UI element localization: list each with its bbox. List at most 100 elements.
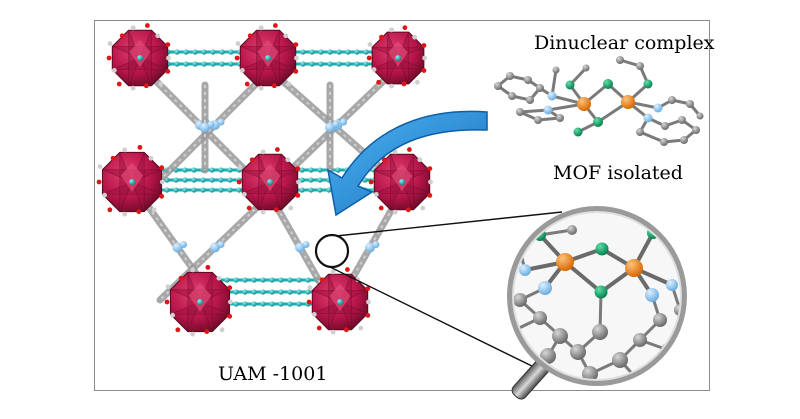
hydrogen-atom	[283, 33, 289, 39]
teal-atom	[260, 301, 266, 307]
oxygen-atom	[378, 205, 384, 211]
hydrogen-atom	[392, 209, 398, 215]
teal-atom	[363, 61, 369, 67]
cluster-facet-light	[188, 282, 212, 312]
oxygen-atom	[271, 83, 277, 89]
teal-atom	[209, 167, 215, 173]
teal-atom	[317, 177, 323, 183]
zr-cluster	[164, 264, 233, 337]
zr-core-atom	[137, 55, 143, 61]
hydrogen-atom	[417, 157, 423, 163]
zr-core-atom	[129, 179, 135, 185]
zr-cluster	[306, 267, 371, 335]
hydrogen-atom	[285, 157, 291, 163]
carbon-atom	[556, 114, 564, 122]
teal-atom	[299, 167, 305, 173]
teal-atom	[201, 49, 207, 55]
nitrogen-node	[210, 242, 220, 253]
teal-atom	[260, 277, 266, 283]
teal-atom	[219, 49, 225, 55]
teal-atom	[287, 289, 293, 295]
zr-cluster	[106, 23, 171, 91]
oxygen-atom	[316, 325, 322, 331]
teal-atom	[242, 289, 248, 295]
teal-atom	[164, 187, 170, 193]
nitrogen-atom	[538, 281, 552, 295]
oxygen-atom	[234, 55, 240, 61]
carbon-atom	[582, 366, 598, 382]
carbon-atom	[696, 112, 704, 120]
oxygen-atom	[295, 166, 301, 171]
teal-atom	[318, 49, 324, 55]
oxygen-atom	[247, 33, 253, 39]
teal-atom	[317, 167, 323, 173]
oxygen-atom	[427, 166, 433, 171]
teal-atom	[251, 289, 257, 295]
carbon-atom	[494, 82, 502, 90]
nitrogen-node	[172, 242, 183, 253]
teal-atom	[296, 289, 302, 295]
carbon-atom	[653, 313, 667, 327]
carbon-atom	[684, 324, 696, 336]
carbon-atom	[616, 56, 624, 64]
teal-atom	[218, 187, 224, 193]
hydrogen-atom	[107, 41, 113, 46]
zr-cluster	[96, 144, 165, 217]
oxygen-atom	[165, 69, 171, 74]
teal-atom	[219, 61, 225, 67]
hydrogen-atom	[130, 25, 136, 31]
teal-atom	[182, 177, 188, 183]
oxygen-atom	[159, 165, 165, 171]
oxygen-atom	[293, 69, 299, 74]
hydrogen-atom	[311, 311, 317, 317]
zoomed-complex	[510, 209, 696, 383]
hydrogen-atom	[412, 34, 417, 40]
teal-atom	[192, 49, 198, 55]
oxygen-atom	[164, 299, 170, 305]
carbon-atom	[524, 76, 532, 84]
chlorine-atom	[603, 79, 613, 89]
copper-atom	[577, 97, 591, 111]
cluster-facet-light	[259, 164, 281, 191]
hydrogen-atom	[216, 275, 222, 281]
nitrogen-atom	[666, 279, 678, 291]
oxygen-atom	[273, 207, 279, 213]
hydrogen-atom	[307, 285, 313, 290]
oxygen-atom	[106, 55, 112, 61]
teal-atom	[336, 61, 342, 67]
teal-atom	[191, 177, 197, 183]
teal-atom	[308, 167, 314, 173]
oxygen-atom	[402, 25, 408, 31]
teal-atom	[224, 277, 230, 283]
oxygen-atom	[165, 42, 171, 47]
carbon-atom	[513, 293, 527, 307]
zoom-lines	[327, 211, 563, 371]
teal-atom	[174, 49, 180, 55]
oxygen-atom	[275, 147, 280, 152]
hydrogen-atom	[389, 83, 394, 89]
carbon-atom	[612, 352, 628, 368]
teal-atom	[305, 277, 311, 283]
hydrogen-atom	[428, 179, 433, 185]
teal-atom	[173, 187, 179, 193]
teal-atom	[182, 167, 188, 173]
hydrogen-atom	[102, 192, 108, 198]
teal-atom	[227, 177, 233, 183]
hydrogen-atom	[258, 85, 264, 91]
hydrogen-atom	[158, 81, 164, 87]
hydrogen-atom	[258, 25, 264, 31]
carbon-atom	[680, 136, 688, 144]
hydrogen-atom	[235, 41, 241, 46]
zoom-source-circle	[314, 233, 350, 269]
teal-atom	[228, 49, 234, 55]
teal-atom	[300, 49, 306, 55]
teal-atom	[200, 187, 206, 193]
teal-atom	[317, 187, 323, 193]
hydrogen-atom	[288, 205, 294, 211]
oxygen-atom	[407, 147, 412, 152]
chlorine-atom	[593, 117, 603, 127]
teal-atom	[201, 61, 207, 67]
teal-atom	[278, 277, 284, 283]
teal-atom	[363, 49, 369, 55]
